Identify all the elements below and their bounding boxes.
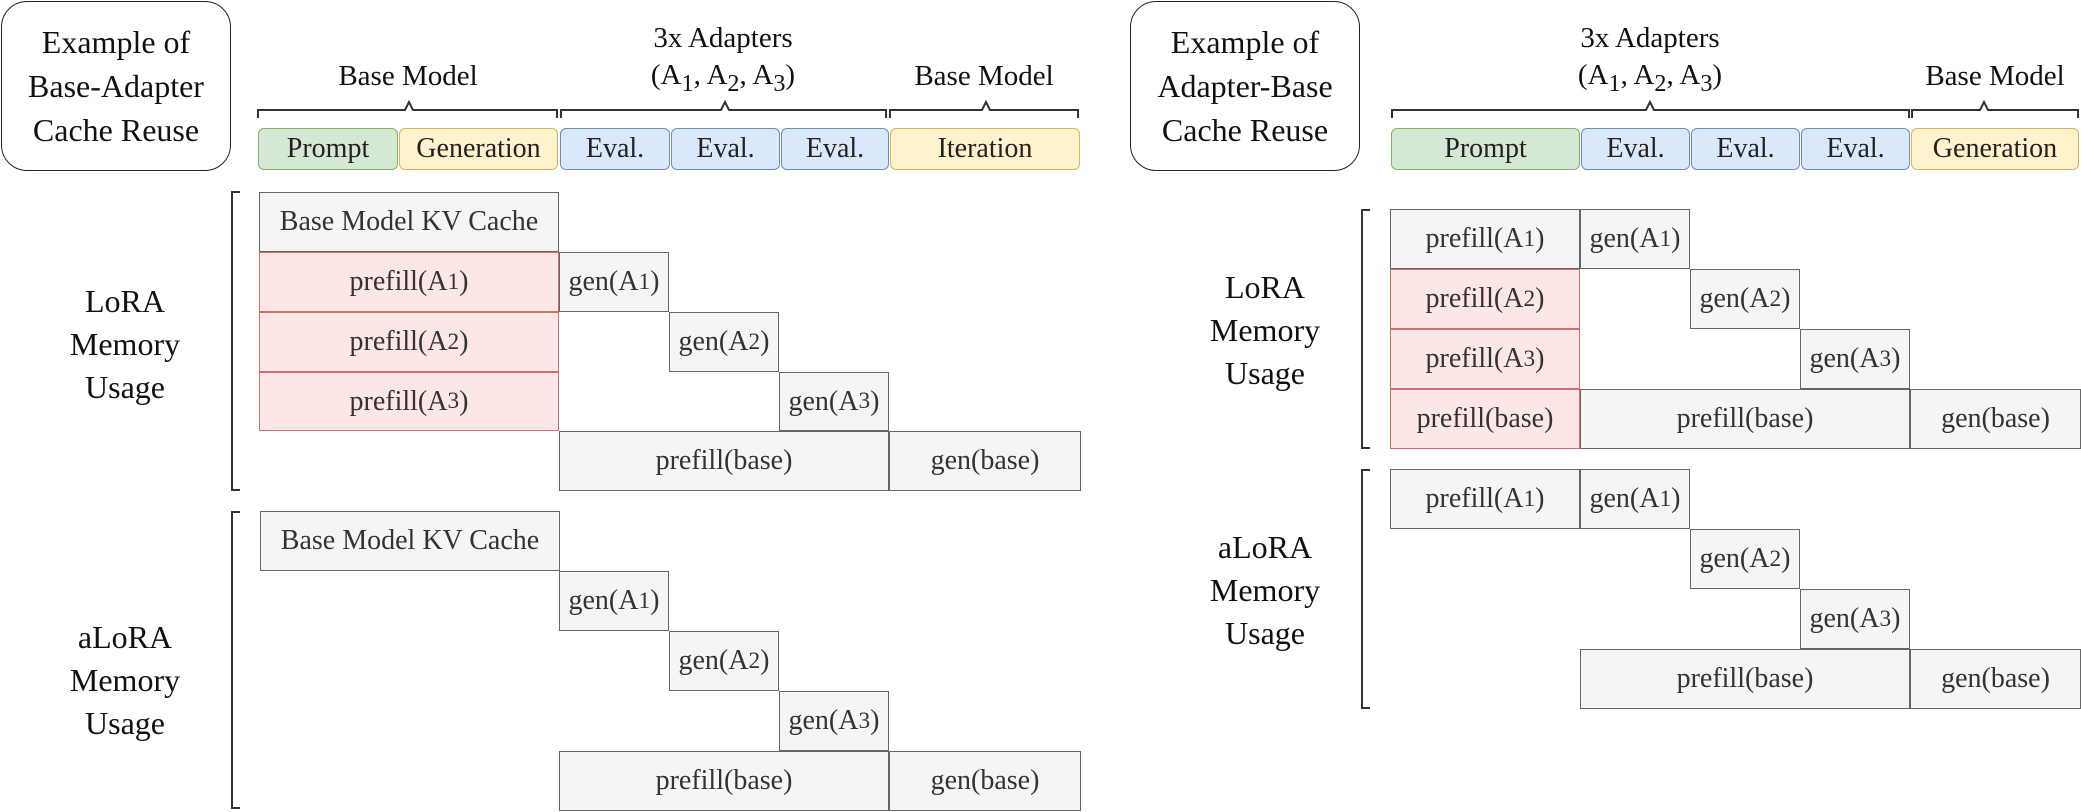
left-phase-iteration: Iteration bbox=[890, 128, 1080, 170]
right-alora-prefill-base: prefill(base) bbox=[1580, 649, 1910, 709]
right-header-adapters: 3x Adapters (A1, A2, A3) bbox=[1392, 20, 1908, 102]
right-lora-prefill-base: prefill(base) bbox=[1580, 389, 1910, 449]
right-alora-label-3: Usage bbox=[1225, 615, 1305, 651]
left-title-line-1: Example of bbox=[41, 24, 191, 60]
right-header-adapters-line1: 3x Adapters bbox=[1580, 22, 1720, 54]
left-alora-prefill-base: prefill(base) bbox=[559, 751, 889, 811]
right-lora-gen-base: gen(base) bbox=[1910, 389, 2081, 449]
bracket-alora-right bbox=[1361, 469, 1370, 709]
right-lora-label-1: LoRA bbox=[1225, 269, 1305, 305]
right-lora-label-3: Usage bbox=[1225, 355, 1305, 391]
left-lora-gen-base: gen(base) bbox=[889, 431, 1081, 491]
left-title-box: Example of Base-Adapter Cache Reuse bbox=[1, 1, 231, 171]
left-alora-gen-base: gen(base) bbox=[889, 751, 1081, 811]
left-phase-prompt: Prompt bbox=[258, 128, 398, 170]
right-lora-prefill-base-red: prefill(base) bbox=[1390, 389, 1580, 449]
bracket-alora-left bbox=[231, 511, 240, 809]
left-title-line-3: Cache Reuse bbox=[32, 112, 200, 148]
right-phase-prompt: Prompt bbox=[1391, 128, 1580, 170]
right-header-base-model: Base Model bbox=[1925, 60, 2065, 92]
bracket-lora-left bbox=[231, 191, 240, 491]
left-lora-label-3: Usage bbox=[85, 369, 165, 405]
right-phase-eval-3: Eval. bbox=[1801, 128, 1910, 170]
brace-adapters-right bbox=[1391, 99, 1910, 118]
brace-base-model-right bbox=[1911, 99, 2079, 118]
left-header-adapters-line2: (A1, A2, A3) bbox=[650, 59, 796, 97]
right-lora-label: LoRA Memory Usage bbox=[1180, 266, 1350, 395]
left-header-adapters: 3x Adapters (A1, A2, A3) bbox=[560, 20, 886, 102]
left-alora-label-1: aLoRA bbox=[77, 619, 173, 655]
left-phase-eval-1: Eval. bbox=[560, 128, 670, 170]
right-phase-eval-1: Eval. bbox=[1581, 128, 1690, 170]
right-title-line-3: Cache Reuse bbox=[1161, 112, 1329, 148]
brace-base-model-left bbox=[257, 99, 558, 118]
left-header-adapters-line1: 3x Adapters bbox=[653, 22, 793, 54]
right-alora-label-2: Memory bbox=[1209, 572, 1321, 608]
right-alora-label-1: aLoRA bbox=[1217, 529, 1313, 565]
right-header-adapters-line2: (A1, A2, A3) bbox=[1577, 59, 1723, 97]
left-alora-label-3: Usage bbox=[85, 705, 165, 741]
right-title-line-1: Example of bbox=[1170, 24, 1320, 60]
left-lora-base-kv-cache: Base Model KV Cache bbox=[259, 192, 559, 252]
left-alora-label: aLoRA Memory Usage bbox=[40, 616, 210, 745]
left-title-line-2: Base-Adapter bbox=[28, 68, 204, 104]
right-lora-label-2: Memory bbox=[1209, 312, 1321, 348]
right-alora-gen-base: gen(base) bbox=[1910, 649, 2081, 709]
left-alora-label-2: Memory bbox=[69, 662, 181, 698]
right-title-box: Example of Adapter-Base Cache Reuse bbox=[1130, 1, 1360, 171]
left-header-base-model-2: Base Model bbox=[914, 60, 1054, 92]
left-phase-eval-2: Eval. bbox=[671, 128, 780, 170]
right-alora-label: aLoRA Memory Usage bbox=[1180, 526, 1350, 655]
left-lora-label-2: Memory bbox=[69, 326, 181, 362]
left-header-base-model: Base Model bbox=[338, 60, 478, 92]
left-lora-prefill-base: prefill(base) bbox=[559, 431, 889, 491]
bracket-lora-right bbox=[1361, 209, 1370, 449]
right-title-line-2: Adapter-Base bbox=[1157, 68, 1333, 104]
brace-adapters-left bbox=[560, 99, 887, 118]
left-lora-label: LoRA Memory Usage bbox=[40, 280, 210, 409]
left-phase-eval-3: Eval. bbox=[781, 128, 889, 170]
left-alora-base-kv-cache: Base Model KV Cache bbox=[260, 511, 560, 571]
right-phase-generation: Generation bbox=[1911, 128, 2079, 170]
left-phase-generation: Generation bbox=[399, 128, 558, 170]
right-phase-eval-2: Eval. bbox=[1691, 128, 1800, 170]
left-lora-label-1: LoRA bbox=[85, 283, 165, 319]
brace-base-model-left-2 bbox=[889, 99, 1079, 118]
